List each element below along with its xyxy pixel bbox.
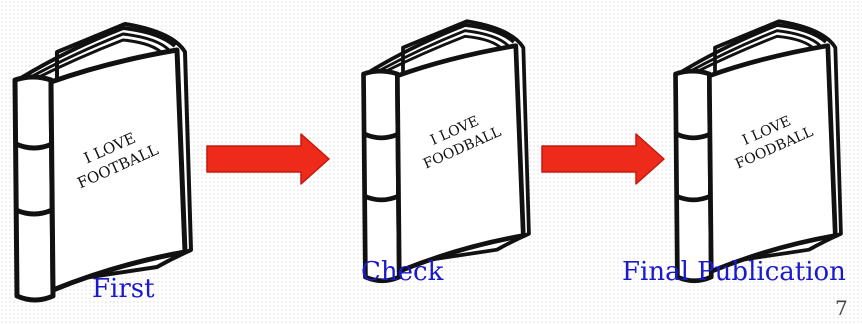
caption-final-publication: Final Publication bbox=[622, 257, 846, 287]
book-final: I LOVE FOODBALL bbox=[676, 21, 841, 280]
caption-first: First bbox=[92, 274, 155, 304]
book-first: I LOVE FOOTBALL bbox=[15, 24, 191, 300]
caption-check: Check bbox=[361, 257, 443, 287]
book-icon bbox=[15, 24, 191, 300]
right-arrow-icon bbox=[207, 134, 329, 184]
page-number: 7 bbox=[835, 296, 848, 320]
book-check: I LOVE FOODBALL bbox=[364, 21, 529, 280]
right-arrow-icon bbox=[542, 134, 664, 184]
